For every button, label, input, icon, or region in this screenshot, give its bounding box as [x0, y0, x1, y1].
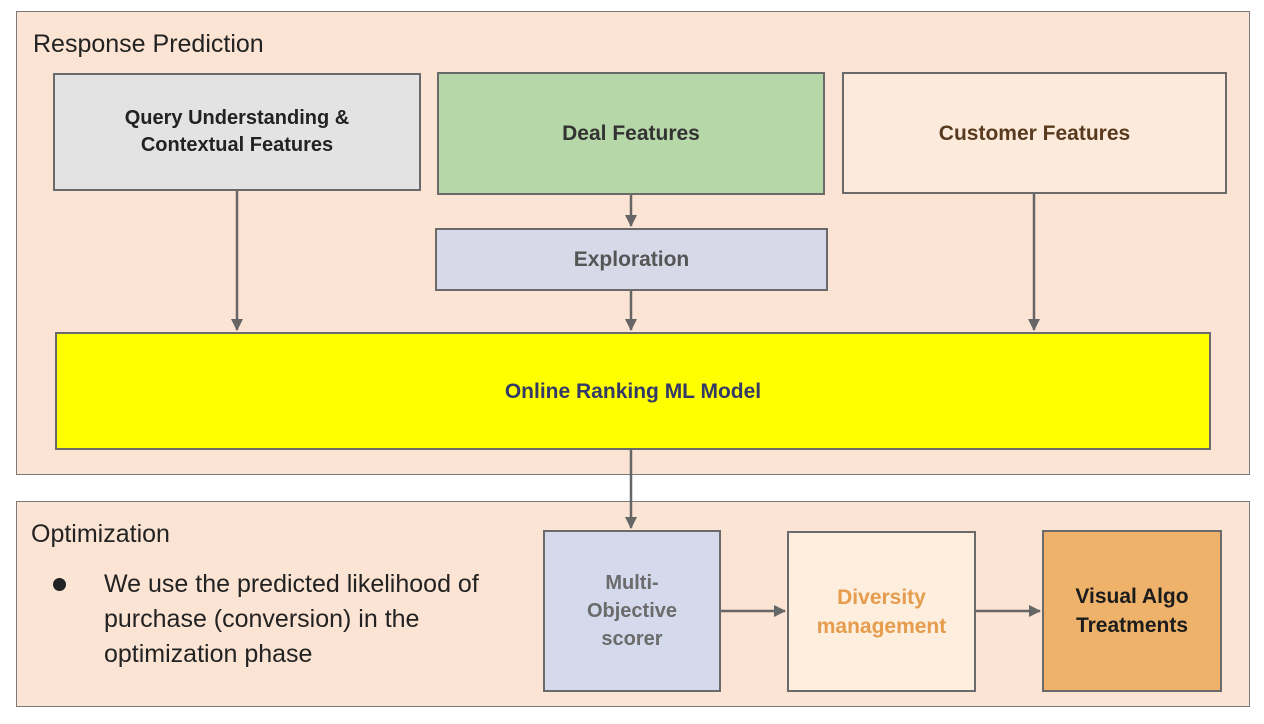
diversity-management-label: Diversity management: [816, 585, 947, 638]
customer-features-box: Customer Features: [842, 72, 1227, 194]
deal-features-label: Deal Features: [562, 122, 700, 145]
query-understanding-label: Query Understanding & Contextual Feature…: [124, 107, 350, 156]
visual-algo-treatments-box: Visual Algo Treatments: [1042, 530, 1222, 692]
bullet-dot: [53, 578, 66, 591]
deal-features-box: Deal Features: [437, 72, 825, 195]
exploration-label: Exploration: [573, 248, 690, 271]
optimization-title: Optimization: [31, 520, 170, 548]
optimization-bullet-text: We use the predicted likelihood of purch…: [104, 570, 479, 668]
multi-objective-scorer-box: Multi-Objective scorer: [543, 530, 721, 692]
customer-features-label: Customer Features: [938, 121, 1131, 145]
query-understanding-box: Query Understanding & Contextual Feature…: [53, 73, 421, 191]
visual-algo-treatments-label: Visual Algo Treatments: [1075, 585, 1189, 637]
multi-objective-scorer-label: Multi-Objective scorer: [586, 572, 678, 650]
exploration-box: Exploration: [435, 228, 828, 291]
diversity-management-box: Diversity management: [787, 531, 976, 692]
response-prediction-title: Response Prediction: [33, 30, 264, 58]
online-ranking-model-label: Online Ranking ML Model: [504, 379, 762, 403]
online-ranking-model-box: Online Ranking ML Model: [55, 332, 1211, 450]
